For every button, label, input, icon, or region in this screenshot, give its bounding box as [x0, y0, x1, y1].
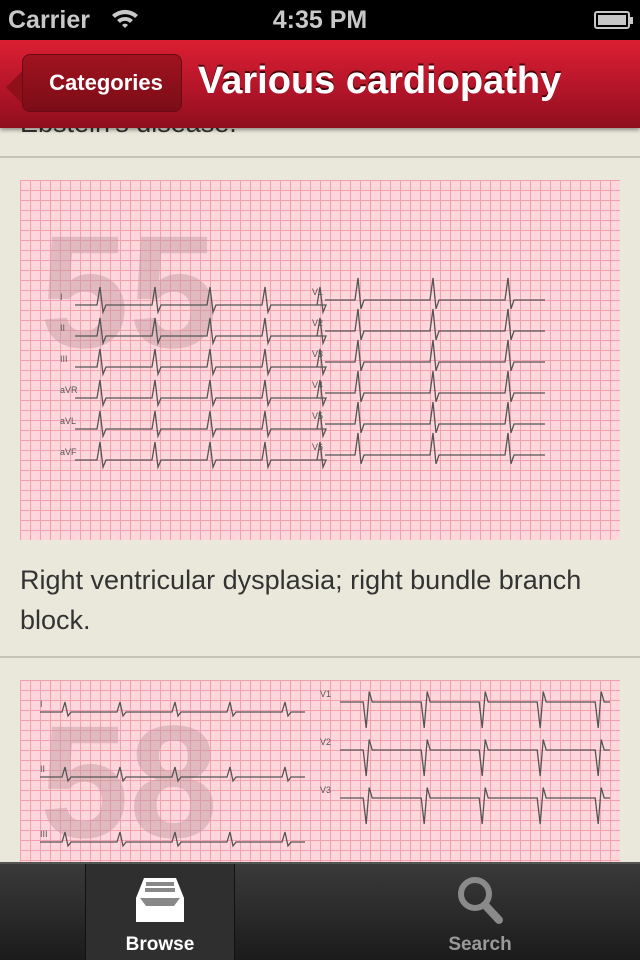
divider — [0, 156, 640, 158]
ecg-lead-trace — [40, 831, 305, 848]
navigation-bar: Categories Various cardiopathy — [0, 40, 640, 128]
page-title: Various cardiopathy — [198, 60, 562, 102]
ecg-lead-label: V1 — [320, 689, 331, 699]
battery-icon — [594, 11, 633, 29]
ecg-lead-trace — [40, 766, 305, 783]
ecg-lead-trace — [325, 401, 545, 434]
ecg-lead-trace — [325, 370, 545, 403]
ecg-number-watermark: 55 — [40, 202, 218, 381]
ecg-lead-trace — [75, 441, 327, 470]
ecg-lead-label: V1 — [312, 287, 323, 297]
ecg-lead-label: I — [60, 292, 63, 302]
tab-bar: Browse Search — [0, 862, 640, 960]
ecg-lead-trace — [75, 410, 327, 439]
ecg-lead-label: I — [40, 699, 43, 709]
ecg-lead-label: II — [60, 323, 65, 333]
carrier-label: Carrier — [8, 6, 90, 34]
search-icon — [458, 877, 503, 924]
ecg-lead-trace — [325, 339, 545, 372]
ecg-caption: Right ventricular dysplasia; right bundl… — [20, 565, 582, 635]
tab-label: Search — [448, 934, 512, 955]
ecg-lead-trace — [340, 739, 610, 777]
ecg-lead-label: V2 — [312, 318, 323, 328]
inbox-tray-icon — [136, 878, 184, 922]
divider — [0, 656, 640, 658]
ecg-lead-label: V2 — [320, 737, 331, 747]
ecg-lead-label: III — [40, 829, 48, 839]
ecg-lead-trace — [325, 308, 545, 341]
ecg-lead-label: aVF — [60, 447, 77, 457]
ecg-lead-trace — [325, 277, 545, 310]
tab-search[interactable]: Search — [405, 864, 555, 960]
ecg-lead-trace — [75, 317, 327, 346]
clock: 4:35 PM — [272, 6, 368, 34]
ecg-lead-trace — [75, 379, 327, 408]
tab-label: Browse — [125, 934, 195, 955]
tab-browse[interactable]: Browse — [85, 864, 235, 960]
ecg-lead-label: II — [40, 764, 45, 774]
ecg-lead-trace — [340, 787, 610, 825]
ecg-list[interactable]: Ebstein's disease. 55 IIIIIIaVRaVLaVFV1V… — [0, 128, 640, 862]
list-item-caption: Ebstein's disease. — [20, 128, 237, 139]
ecg-lead-trace — [75, 348, 327, 377]
wifi-icon — [110, 6, 140, 37]
back-button-categories[interactable]: Categories — [22, 54, 182, 112]
status-bar: Carrier 4:35 PM — [0, 0, 640, 40]
ecg-lead-label: V3 — [320, 785, 331, 795]
ecg-lead-trace — [340, 691, 610, 729]
ecg-lead-label: V4 — [312, 380, 323, 390]
ecg-lead-label: V5 — [312, 411, 323, 421]
ecg-lead-label: aVL — [60, 416, 76, 426]
ecg-lead-label: V3 — [312, 349, 323, 359]
ecg-lead-trace — [325, 432, 545, 465]
ecg-lead-trace — [75, 286, 327, 315]
ecg-lead-label: V6 — [312, 442, 323, 452]
ecg-lead-label: aVR — [60, 385, 78, 395]
ecg-lead-label: III — [60, 354, 68, 364]
ecg-lead-trace — [40, 701, 305, 718]
